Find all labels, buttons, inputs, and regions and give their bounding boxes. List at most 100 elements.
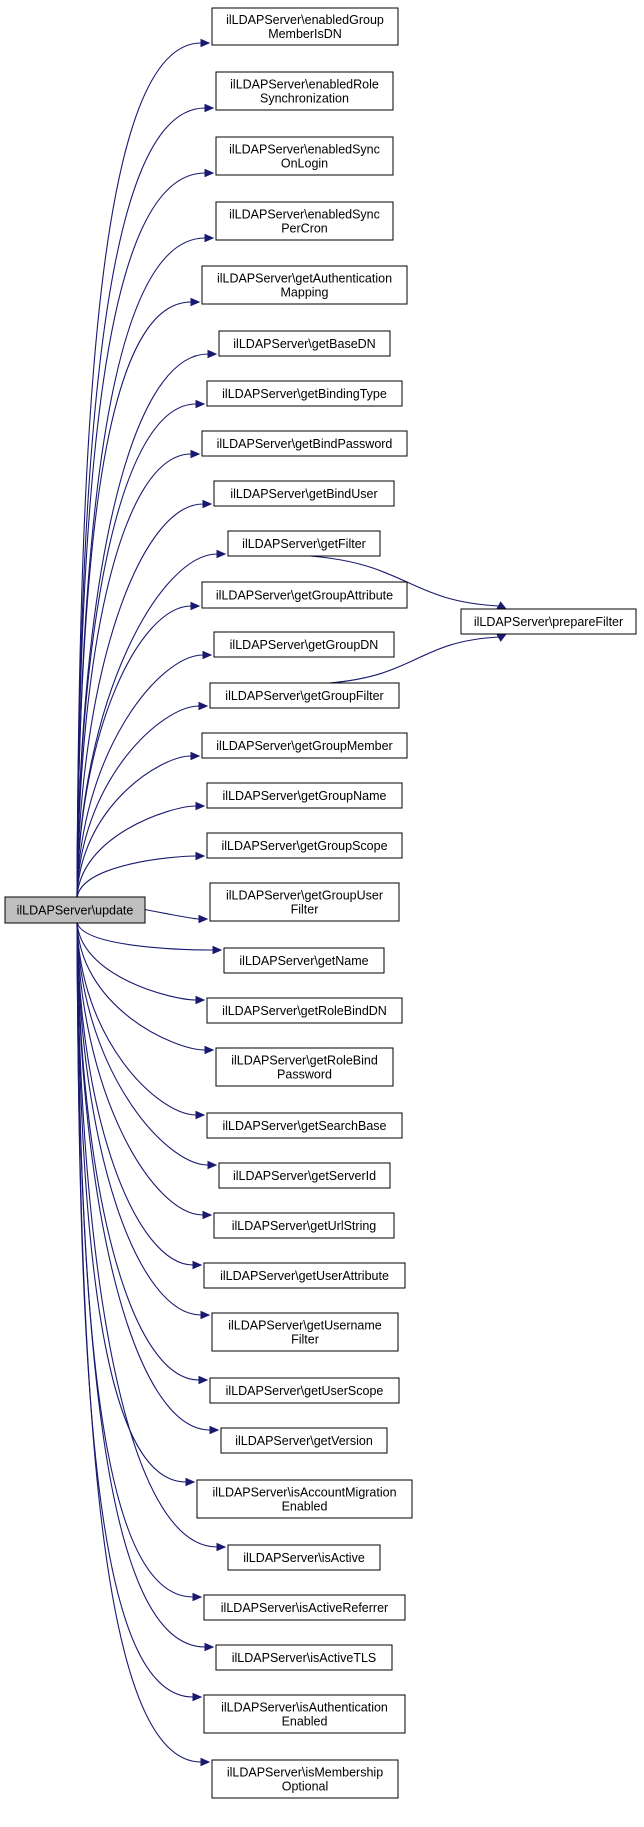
node-getRoleBindDN[interactable]: ilLDAPServer\getRoleBindDN	[206, 997, 403, 1024]
edge-update-to-getBindingType	[76, 399, 206, 900]
node-getUserAttribute[interactable]: ilLDAPServer\getUserAttribute	[203, 1262, 406, 1289]
node-label: ilLDAPServer\enabledRole	[230, 78, 379, 92]
node-box	[211, 1759, 399, 1799]
node-prepareFilter[interactable]: ilLDAPServer\prepareFilter	[460, 608, 637, 635]
edge-update-to-getAuthenticationMapping	[76, 297, 201, 900]
node-getName[interactable]: ilLDAPServer\getName	[223, 947, 385, 974]
node-getUrlString[interactable]: ilLDAPServer\getUrlString	[213, 1212, 395, 1239]
node-update[interactable]: ilLDAPServer\update	[4, 896, 146, 924]
node-getServerId[interactable]: ilLDAPServer\getServerId	[218, 1162, 391, 1189]
node-getGroupAttribute[interactable]: ilLDAPServer\getGroupAttribute	[201, 581, 408, 609]
node-label: ilLDAPServer\getUsername	[228, 1319, 382, 1333]
node-getGroupDN[interactable]: ilLDAPServer\getGroupDN	[213, 631, 395, 658]
edge-update-to-getSearchBase	[76, 920, 206, 1120]
node-label: PerCron	[281, 222, 328, 236]
node-getBindUser[interactable]: ilLDAPServer\getBindUser	[213, 480, 395, 507]
node-getGroupScope[interactable]: ilLDAPServer\getGroupScope	[206, 832, 403, 859]
node-label: ilLDAPServer\getGroupFilter	[225, 689, 383, 703]
edge-line	[76, 920, 194, 1266]
arrowhead-icon	[204, 233, 215, 243]
edge-update-to-isAccountMigrationEnabled	[76, 920, 196, 1487]
node-box	[196, 1479, 413, 1519]
node-box	[211, 7, 399, 46]
node-box	[206, 380, 403, 407]
node-isActive[interactable]: ilLDAPServer\isActive	[227, 1544, 381, 1571]
edge-update-to-enabledSyncOnLogin	[76, 168, 215, 900]
node-getVersion[interactable]: ilLDAPServer\getVersion	[220, 1427, 388, 1454]
node-getFilter[interactable]: ilLDAPServer\getFilter	[227, 530, 381, 557]
arrowhead-icon	[195, 801, 206, 811]
node-label: Mapping	[281, 286, 329, 300]
node-box	[218, 1162, 391, 1189]
edge-line	[76, 605, 192, 900]
arrowhead-icon	[185, 1477, 196, 1487]
edge-line	[76, 453, 192, 900]
node-box	[206, 997, 403, 1024]
node-getGroupMember[interactable]: ilLDAPServer\getGroupMember	[201, 732, 408, 759]
node-box	[213, 480, 395, 507]
node-isActiveTLS[interactable]: ilLDAPServer\isActiveTLS	[215, 1644, 393, 1671]
node-label: ilLDAPServer\getGroupMember	[216, 739, 392, 753]
node-getBindPassword[interactable]: ilLDAPServer\getBindPassword	[201, 430, 408, 457]
node-getSearchBase[interactable]: ilLDAPServer\getSearchBase	[206, 1112, 403, 1139]
edge-line	[76, 920, 202, 1763]
edge-update-to-getVersion	[76, 920, 220, 1435]
node-getBindingType[interactable]: ilLDAPServer\getBindingType	[206, 380, 403, 407]
node-label: ilLDAPServer\getVersion	[235, 1434, 373, 1448]
edge-line	[76, 920, 197, 1001]
node-label: ilLDAPServer\getGroupDN	[230, 638, 379, 652]
node-getGroupFilter[interactable]: ilLDAPServer\getGroupFilter	[209, 682, 400, 709]
node-label: Enabled	[282, 1500, 328, 1514]
call-edges	[76, 38, 508, 1767]
edge-update-to-enabledSyncPerCron	[76, 233, 215, 900]
node-box	[201, 265, 408, 305]
arrowhead-icon	[192, 1260, 203, 1270]
arrowhead-icon	[195, 1110, 206, 1120]
edge-update-to-getUsernameFilter	[76, 920, 211, 1320]
edge-update-to-getGroupDN	[76, 650, 213, 900]
node-getUserScope[interactable]: ilLDAPServer\getUserScope	[209, 1377, 400, 1404]
edge-line	[76, 920, 214, 951]
edge-update-to-getGroupScope	[76, 851, 206, 900]
arrowhead-icon	[200, 38, 211, 48]
edge-update-to-isActiveTLS	[76, 920, 215, 1652]
node-label: Enabled	[282, 1715, 328, 1729]
node-label: ilLDAPServer\isActive	[243, 1551, 365, 1565]
node-label: Optional	[282, 1780, 329, 1794]
edge-line	[76, 920, 187, 1483]
node-getGroupName[interactable]: ilLDAPServer\getGroupName	[206, 782, 403, 809]
node-label: ilLDAPServer\enabledSync	[229, 208, 380, 222]
node-box	[201, 430, 408, 457]
node-box	[213, 1212, 395, 1239]
node-box	[209, 882, 400, 922]
node-label: Filter	[291, 903, 319, 917]
arrowhead-icon	[204, 1045, 215, 1055]
node-label: ilLDAPServer\enabledGroup	[226, 13, 384, 27]
arrowhead-icon	[190, 601, 201, 611]
node-label: ilLDAPServer\isAuthentication	[221, 1701, 388, 1715]
arrowhead-icon	[195, 995, 206, 1005]
node-label: ilLDAPServer\getRoleBindDN	[222, 1004, 387, 1018]
edge-update-to-getGroupName	[76, 801, 206, 900]
edge-update-to-getServerId	[76, 920, 218, 1170]
node-box	[206, 832, 403, 859]
node-label: ilLDAPServer\getBindUser	[230, 487, 377, 501]
node-isActiveReferrer[interactable]: ilLDAPServer\isActiveReferrer	[203, 1594, 406, 1621]
node-label: ilLDAPServer\getGroupAttribute	[216, 589, 393, 603]
edge-line	[76, 172, 206, 900]
node-box	[203, 1694, 406, 1734]
node-box	[220, 1427, 388, 1454]
node-label: ilLDAPServer\isMembership	[227, 1766, 383, 1780]
node-getBaseDN[interactable]: ilLDAPServer\getBaseDN	[218, 330, 391, 357]
